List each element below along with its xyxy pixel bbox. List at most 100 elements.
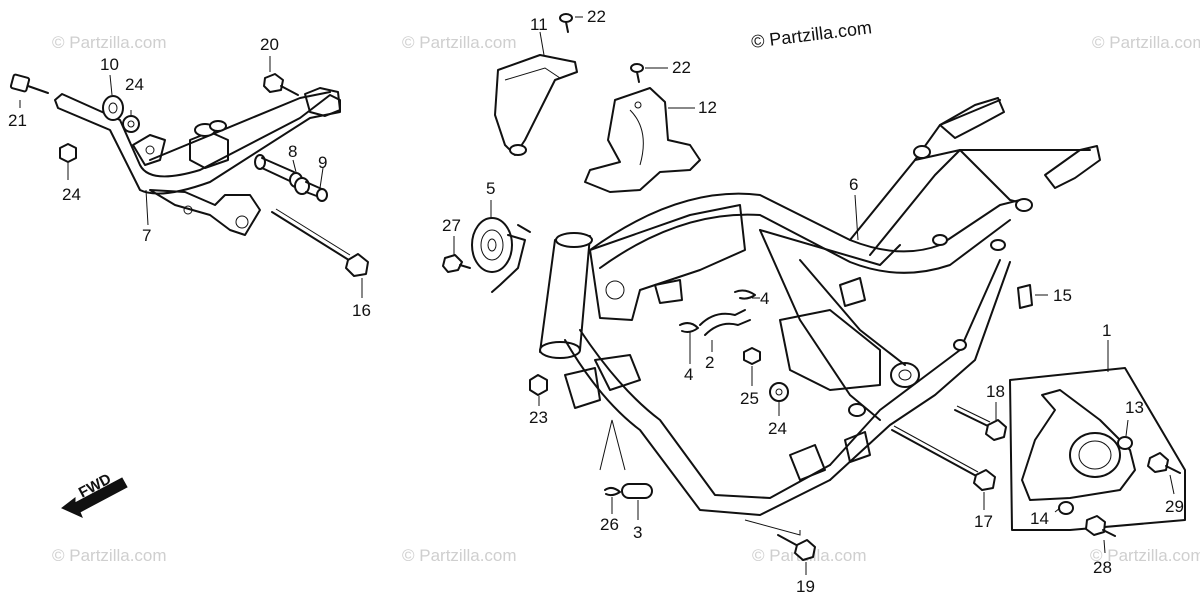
callout-18: 18	[986, 382, 1005, 401]
pivot-boss-bore	[898, 369, 912, 381]
bolt-27	[442, 254, 471, 273]
tail-bracket-upper	[939, 97, 1005, 139]
horn-5	[471, 217, 531, 293]
frame-boss	[953, 339, 967, 351]
bolt-21	[9, 73, 49, 94]
lower-cradle-inner	[829, 261, 1011, 481]
frame-boss	[932, 234, 948, 246]
callout-1: 1	[1102, 321, 1111, 340]
frame-gusset	[589, 204, 746, 321]
mount-boss-top	[209, 120, 227, 132]
front-lower-bracket	[594, 354, 641, 391]
callout-labels: 21 10 24 20 24 7 8 9 16 11 22 22 12 5 27…	[8, 7, 1184, 596]
nut-25	[743, 347, 761, 365]
tab-hole	[145, 145, 155, 155]
callout-13: 13	[1125, 398, 1144, 417]
bolt-17	[891, 425, 996, 491]
cover-assembly-box	[1009, 367, 1186, 531]
cover-12	[584, 87, 701, 193]
head-tube-bottom	[539, 341, 581, 359]
pivot-plate	[779, 309, 881, 391]
side-cover-dome-inner	[1078, 440, 1112, 470]
side-tab	[839, 277, 866, 307]
clip-26	[604, 486, 621, 497]
callout-10: 10	[100, 55, 119, 74]
clip-4-upper	[734, 289, 756, 300]
callout-22: 22	[587, 7, 606, 26]
callout-7: 7	[142, 226, 151, 245]
rail-end	[913, 145, 931, 159]
frame-boss	[848, 403, 866, 417]
downtube-front	[564, 339, 831, 516]
collar-10	[102, 95, 124, 121]
nut-24-top	[122, 115, 140, 133]
watermark: © Partzilla.com	[52, 33, 167, 52]
bracket-11	[494, 54, 578, 156]
rear-rail-left	[849, 99, 1001, 241]
screw-13	[1117, 436, 1133, 450]
bracket-hole	[183, 205, 193, 215]
subframe-tab	[132, 134, 166, 166]
watermark-main: © Partzilla.com	[750, 17, 873, 52]
engine-mount-tab	[564, 367, 601, 409]
callout-20: 20	[260, 35, 279, 54]
mount-boss	[189, 131, 229, 169]
callout-29: 29	[1165, 497, 1184, 516]
subframe-end	[304, 87, 341, 117]
callout-8: 8	[288, 142, 297, 161]
bolt-28	[1085, 515, 1116, 537]
clip-4-lower	[679, 322, 699, 333]
callout-25: 25	[740, 389, 759, 408]
callout-5: 5	[486, 179, 495, 198]
callout-11: 11	[530, 15, 548, 34]
callout-19: 19	[796, 577, 815, 596]
bolt-18	[954, 405, 1007, 441]
subframe-bar	[54, 93, 341, 195]
nut-23	[529, 374, 548, 396]
pin-9	[294, 177, 328, 202]
main-frame	[539, 97, 1101, 516]
gusset-boss	[605, 280, 625, 300]
callout-4: 4	[684, 365, 693, 384]
watermark: © Partzilla.com	[1092, 33, 1200, 52]
rear-rail-brace	[959, 149, 1031, 206]
nut-24-left	[59, 143, 77, 163]
screw-14	[1058, 501, 1074, 515]
watermark: © Partzilla.com	[402, 33, 517, 52]
bolt-29	[1147, 452, 1181, 474]
callout-17: 17	[974, 512, 993, 531]
callout-21: 21	[8, 111, 27, 130]
cover-assembly-1	[1009, 367, 1186, 531]
screw-22-second	[630, 63, 644, 83]
watermark: © Partzilla.com	[52, 546, 167, 565]
rear-subframe-assembly	[9, 73, 369, 277]
leader-lines	[19, 16, 1175, 575]
watermark: © Partzilla.com	[402, 546, 517, 565]
callout-22: 22	[672, 58, 691, 77]
fwd-direction: FWD	[61, 470, 128, 518]
cap-3	[621, 483, 653, 499]
callout-16: 16	[352, 301, 371, 320]
head-tube-top	[555, 232, 593, 248]
callout-4: 4	[760, 289, 769, 308]
callout-15: 15	[1053, 286, 1072, 305]
callout-3: 3	[633, 523, 642, 542]
callout-23: 23	[529, 408, 548, 427]
lower-cradle	[829, 259, 1001, 466]
callout-6: 6	[849, 175, 858, 194]
bolt-19	[777, 534, 816, 561]
backbone-lower	[599, 213, 1011, 274]
callout-26: 26	[600, 515, 619, 534]
pivot-boss	[890, 362, 920, 388]
pin-8	[254, 154, 303, 188]
callout-2: 2	[705, 353, 714, 372]
tail-bracket-lower	[1044, 145, 1101, 189]
callout-24: 24	[62, 185, 81, 204]
callout-12: 12	[698, 98, 717, 117]
callout-24: 24	[768, 419, 787, 438]
fwd-arrow-icon	[61, 477, 128, 518]
screw-22-top	[559, 13, 573, 33]
backbone-upper	[589, 192, 1021, 253]
frame-boss	[990, 239, 1006, 251]
